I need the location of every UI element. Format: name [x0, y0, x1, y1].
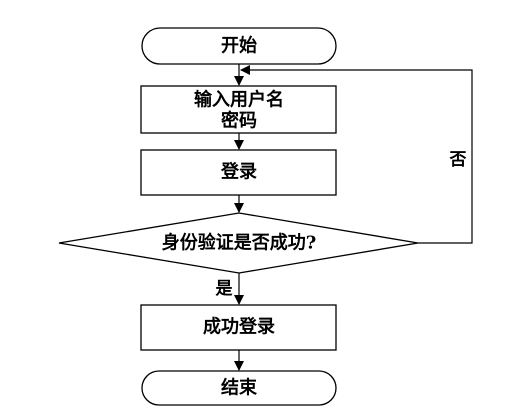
start-label: 开始: [221, 35, 257, 57]
yes-branch-label: 是: [216, 279, 233, 299]
end-node: 结束: [141, 370, 337, 406]
input-label-line2: 密码: [221, 110, 257, 132]
input-credentials-node: 输入用户名 密码: [140, 85, 337, 134]
success-login-node: 成功登录: [140, 304, 337, 351]
start-node: 开始: [141, 27, 337, 65]
login-node: 登录: [140, 149, 337, 196]
arrow-decision-no-loop: [240, 65, 473, 244]
decision-label: 身份验证是否成功?: [162, 232, 317, 254]
login-label: 登录: [220, 161, 257, 183]
no-branch-label: 否: [449, 150, 467, 170]
auth-decision-node: 身份验证是否成功?: [58, 212, 419, 274]
success-label: 成功登录: [203, 316, 275, 338]
end-label: 结束: [221, 377, 258, 399]
input-label-line1: 输入用户名: [194, 89, 284, 111]
